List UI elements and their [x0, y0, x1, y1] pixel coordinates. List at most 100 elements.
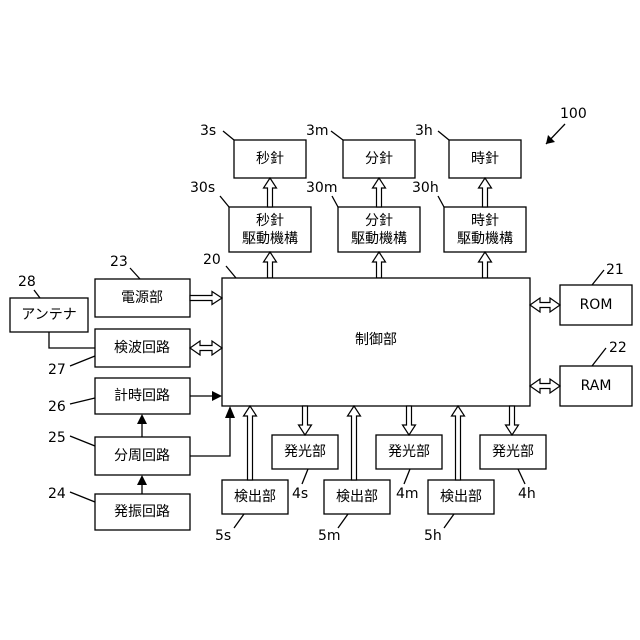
second-hand-block: 秒針 3s: [200, 123, 306, 178]
controller-rom-bus-arrow: [530, 298, 560, 312]
light-emitter-m-label: 発光部: [388, 444, 430, 460]
controller-to-light-emitter-s-arrow: [299, 406, 312, 435]
power-block: 電源部 23: [95, 254, 190, 317]
sensor-h-leader: [444, 514, 454, 528]
hour-drive-leader: [438, 196, 444, 207]
controller-to-light-emitter-m-arrow: [403, 406, 416, 435]
oscillator-to-divider-arrowhead: [137, 475, 147, 485]
minute-hand-label: 分針: [365, 151, 393, 167]
minute-hand-block: 分針 3m: [306, 123, 415, 178]
sensor-s-leader: [234, 514, 244, 528]
sensor-h-label: 検出部: [440, 489, 482, 505]
timer-to-controller-arrowhead: [212, 391, 222, 401]
light-emitter-s-ref: 4s: [292, 486, 308, 502]
sensor-s-ref: 5s: [215, 528, 231, 544]
figure-number: 100: [560, 106, 587, 122]
timer-circuit-leader: [70, 398, 95, 404]
minute-drive-to-hand-arrow: [373, 178, 386, 207]
timer-circuit-ref: 26: [48, 399, 66, 415]
detector-circuit-leader: [70, 356, 95, 366]
rom-label: ROM: [580, 297, 613, 313]
oscillator-circuit-block: 発振回路 24: [48, 486, 190, 530]
divider-to-controller-line: [190, 418, 230, 456]
light-emitter-m-leader: [404, 469, 410, 484]
divider-circuit-block: 分周回路 25: [48, 430, 190, 475]
sensor-m-label: 検出部: [336, 489, 378, 505]
ram-ref: 22: [609, 340, 627, 356]
hour-hand-label: 時針: [471, 151, 499, 167]
controller-ram-bus-arrow: [530, 379, 560, 393]
controller-label: 制御部: [355, 332, 397, 348]
oscillator-circuit-ref: 24: [48, 486, 66, 502]
minute-drive-leader: [332, 196, 338, 207]
controller-to-hour-drive-arrow: [479, 252, 492, 278]
detector-circuit-block: 検波回路 27: [48, 329, 190, 378]
divider-circuit-label: 分周回路: [114, 448, 170, 464]
hour-drive-ref: 30h: [412, 180, 439, 196]
second-hand-label: 秒針: [256, 151, 284, 167]
second-drive-ref: 30s: [190, 180, 215, 196]
minute-drive-line2: 駆動機構: [351, 231, 407, 247]
hour-drive-line2: 駆動機構: [457, 231, 513, 247]
rom-leader: [592, 270, 604, 285]
oscillator-circuit-label: 発振回路: [114, 504, 170, 520]
sensor-s-label: 検出部: [234, 489, 276, 505]
controller-to-second-drive-arrow: [264, 252, 277, 278]
timer-circuit-label: 計時回路: [114, 388, 170, 404]
light-emitter-s-leader: [302, 469, 308, 484]
second-hand-ref: 3s: [200, 123, 216, 139]
controller-to-light-emitter-h-arrow: [506, 406, 519, 435]
controller-leader: [226, 266, 236, 278]
rom-ref: 21: [606, 262, 624, 278]
light-emitter-h-label: 発光部: [492, 444, 534, 460]
detector-circuit-ref: 27: [48, 362, 66, 378]
hour-hand-leader: [438, 131, 449, 140]
divider-to-timer-arrowhead: [137, 414, 147, 424]
second-drive-to-hand-arrow: [264, 178, 277, 207]
sensor-m-block: 検出部 5m: [318, 480, 390, 544]
power-label: 電源部: [121, 290, 163, 306]
antenna-leader: [34, 290, 40, 298]
sensor-s-block: 検出部 5s: [215, 480, 288, 544]
second-hand-leader: [223, 131, 234, 140]
power-to-controller-arrow: [190, 292, 222, 305]
minute-drive-line1: 分針: [365, 213, 393, 229]
second-drive-line2: 駆動機構: [242, 231, 298, 247]
divider-circuit-ref: 25: [48, 430, 66, 446]
minute-hand-ref: 3m: [306, 123, 329, 139]
light-emitter-s-label: 発光部: [284, 444, 326, 460]
power-leader: [130, 268, 140, 279]
controller-block: 制御部 20: [203, 252, 530, 406]
minute-hand-leader: [331, 131, 343, 140]
light-emitter-h-ref: 4h: [518, 486, 536, 502]
ram-leader: [592, 348, 606, 366]
second-drive-block: 秒針 駆動機構 30s: [190, 180, 311, 252]
antenna-to-detector-line: [49, 332, 95, 348]
sensor-s-to-controller-arrow: [244, 406, 257, 480]
oscillator-circuit-leader: [70, 492, 95, 502]
ram-block: RAM 22: [560, 340, 632, 406]
antenna-ref: 28: [18, 274, 36, 290]
detector-circuit-label: 検波回路: [114, 340, 170, 356]
minute-drive-ref: 30m: [306, 180, 337, 196]
second-drive-line1: 秒針: [256, 213, 284, 229]
hour-drive-line1: 時針: [471, 213, 499, 229]
light-emitter-m-ref: 4m: [396, 486, 419, 502]
sensor-m-to-controller-arrow: [348, 406, 361, 480]
antenna-label: アンテナ: [21, 307, 76, 323]
rom-block: ROM 21: [560, 262, 632, 325]
sensor-m-ref: 5m: [318, 528, 341, 544]
hour-hand-block: 時針 3h: [415, 123, 521, 178]
minute-drive-block: 分針 駆動機構 30m: [306, 180, 420, 252]
divider-circuit-leader: [70, 436, 95, 446]
antenna-block: アンテナ 28: [10, 274, 88, 332]
sensor-h-block: 検出部 5h: [424, 480, 494, 544]
hour-drive-block: 時針 駆動機構 30h: [412, 180, 526, 252]
controller-ref: 20: [203, 252, 221, 268]
hour-drive-to-hand-arrow: [479, 178, 492, 207]
controller-to-minute-drive-arrow: [373, 252, 386, 278]
timer-circuit-block: 計時回路 26: [48, 378, 190, 415]
second-drive-leader: [220, 196, 229, 207]
sensor-h-to-controller-arrow: [452, 406, 465, 480]
